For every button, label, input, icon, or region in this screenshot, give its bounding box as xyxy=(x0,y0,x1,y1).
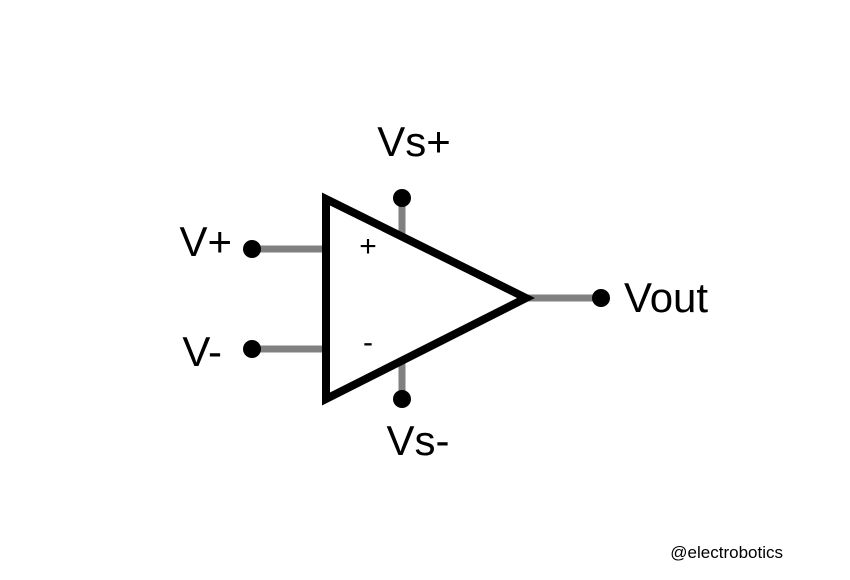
v-minus-label: V- xyxy=(182,328,222,375)
op-amp-triangle xyxy=(322,192,535,406)
non-inverting-input-terminal xyxy=(243,240,261,258)
vout-label: Vout xyxy=(624,274,708,321)
inverting-input-terminal xyxy=(243,340,261,358)
positive-supply-terminal xyxy=(393,189,411,207)
vs-minus-label: Vs- xyxy=(387,417,450,464)
v-plus-label: V+ xyxy=(179,218,232,265)
negative-supply-terminal xyxy=(393,390,411,408)
plus-sign: + xyxy=(359,230,377,263)
minus-sign: - xyxy=(363,326,373,359)
credit-watermark: @electrobotics xyxy=(670,543,783,562)
vs-plus-label: Vs+ xyxy=(377,118,451,165)
output-terminal xyxy=(592,289,610,307)
